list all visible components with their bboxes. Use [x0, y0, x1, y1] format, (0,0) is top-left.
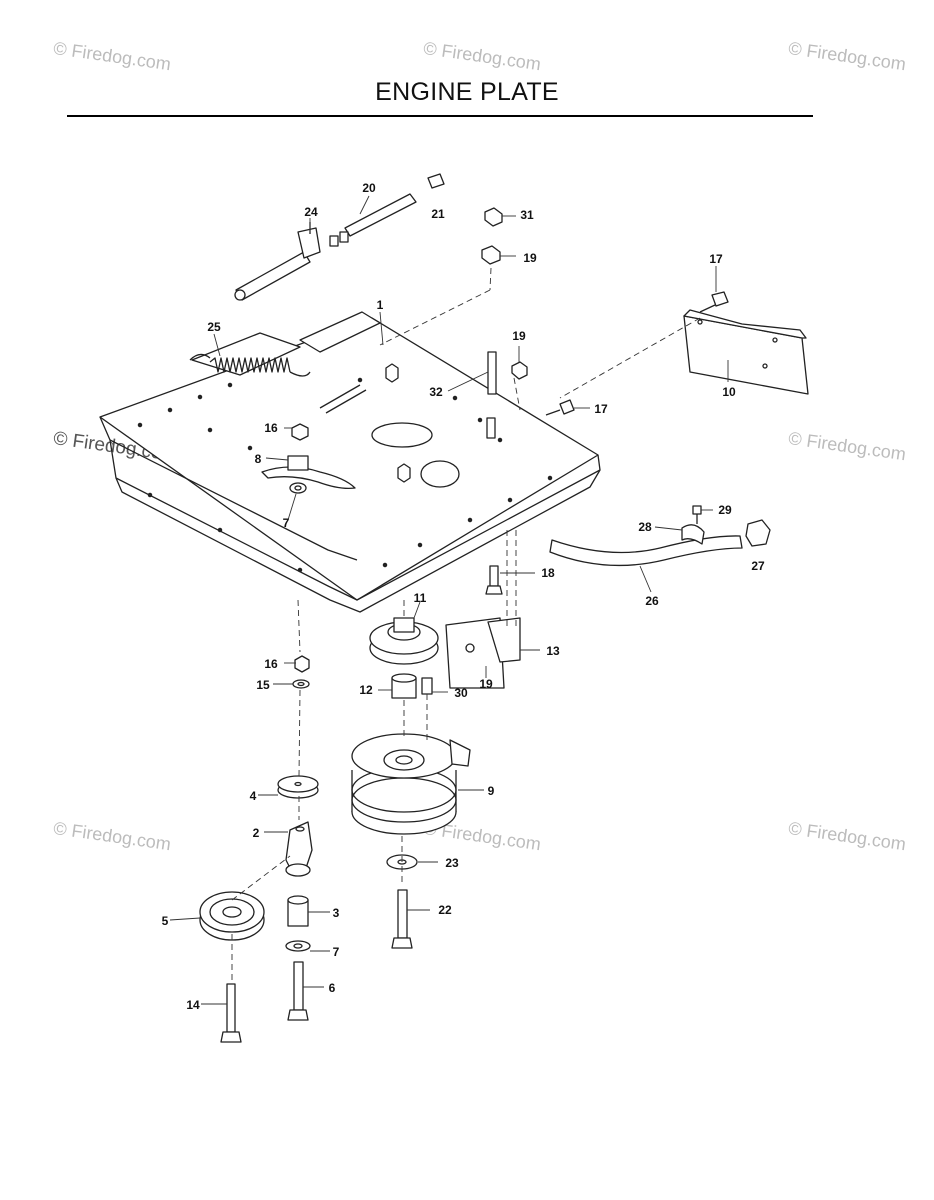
callout-label: 16: [264, 657, 278, 671]
callout-label: 11: [414, 591, 427, 605]
callout-label: 15: [256, 678, 270, 692]
callout-label: 4: [250, 789, 257, 803]
hose-part: [549, 505, 771, 567]
clutch-part: [351, 733, 471, 835]
callout-label: 17: [594, 402, 608, 416]
callout-label: 5: [162, 914, 169, 928]
page-title: ENGINE PLATE: [375, 78, 559, 106]
callout-label: 21: [431, 207, 445, 221]
assembly-lines: [231, 267, 701, 980]
callout-label: 6: [329, 981, 336, 995]
callout-label: 7: [283, 516, 290, 530]
bolt-part: [545, 291, 729, 416]
callout-label: 32: [429, 385, 443, 399]
leader-lines: [169, 195, 729, 1005]
spacer-part: [391, 673, 433, 699]
callout-label: 13: [546, 644, 560, 658]
callout-label: 8: [255, 452, 262, 466]
callout-label: 29: [718, 503, 732, 517]
callout-label: 19: [512, 329, 526, 343]
engine-plate-part: [99, 311, 601, 613]
callout-label: 3: [333, 906, 340, 920]
callout-labels: 1234567789101112131415161617171819191920…: [162, 181, 765, 1012]
callout-label: 2: [253, 826, 260, 840]
callout-label: 14: [186, 998, 200, 1012]
callout-label: 12: [359, 683, 373, 697]
spring-part: [189, 353, 311, 377]
callout-label: 7: [333, 945, 340, 959]
callout-label: 18: [541, 566, 555, 580]
bolt-part: [485, 565, 503, 595]
callout-label: 28: [638, 520, 652, 534]
callout-label: 31: [520, 208, 534, 222]
callout-label: 23: [445, 856, 459, 870]
spacer-part: [287, 423, 309, 494]
idler-stack-part: [199, 655, 319, 1043]
callout-label: 19: [479, 677, 493, 691]
pulley-part: [369, 617, 439, 665]
callout-label: 19: [523, 251, 537, 265]
callout-label: 22: [438, 903, 452, 917]
throttle-cable-part: [234, 173, 445, 301]
title-rule: [67, 115, 813, 117]
callout-label: 20: [362, 181, 376, 195]
callout-label: 26: [645, 594, 659, 608]
callout-label: 16: [264, 421, 278, 435]
stud-part: [486, 351, 497, 439]
callout-label: 24: [304, 205, 318, 219]
callout-label: 10: [722, 385, 736, 399]
callout-label: 30: [454, 686, 468, 700]
callout-label: 17: [709, 252, 723, 266]
callout-label: 27: [751, 559, 765, 573]
bracket-part: [445, 617, 521, 689]
callout-label: 9: [488, 784, 495, 798]
bracket-part: [683, 309, 809, 395]
callout-label: 25: [207, 320, 221, 334]
callout-label: 1: [377, 298, 384, 312]
